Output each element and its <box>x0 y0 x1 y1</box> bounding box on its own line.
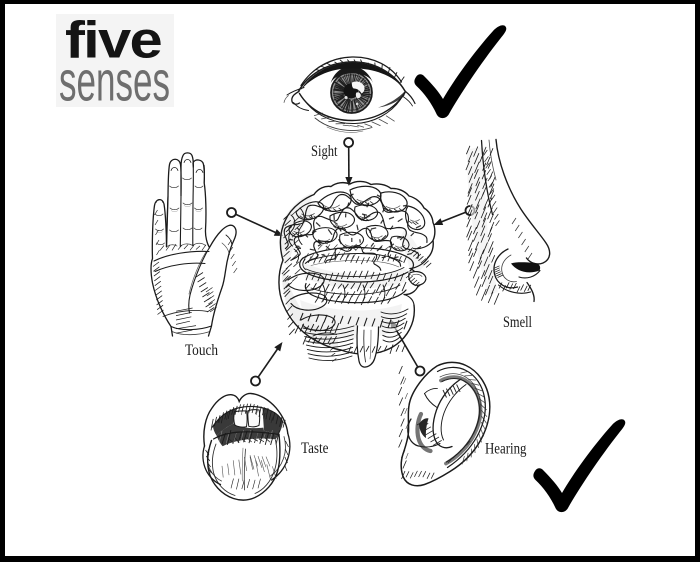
svg-text:Hearing: Hearing <box>485 441 527 458</box>
svg-text:Sight: Sight <box>311 143 338 160</box>
svg-text:Touch: Touch <box>185 342 218 359</box>
svg-text:Taste: Taste <box>301 440 329 457</box>
svg-text:senses: senses <box>59 50 170 114</box>
svg-text:five: five <box>65 12 162 70</box>
svg-text:Smell: Smell <box>503 314 532 331</box>
